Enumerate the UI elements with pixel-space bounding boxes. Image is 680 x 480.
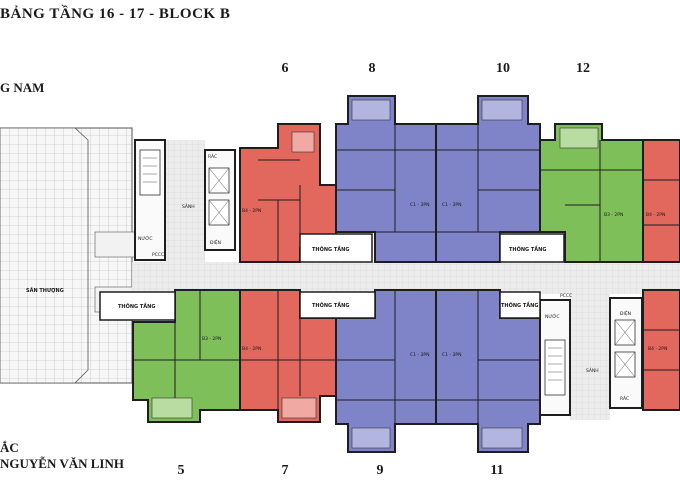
label-thong-tang-3: THÔNG TẦNG <box>312 300 349 309</box>
unit-number-5: 5 <box>177 463 185 478</box>
label-unit-14: B4 - 2PN <box>646 212 665 218</box>
label-unit-7: B4 - 2PN <box>242 346 261 352</box>
unit-number-8: 8 <box>368 61 376 76</box>
label-thong-tang-5: THÔNG TẦNG <box>118 301 155 310</box>
roof-terrace: SÂN THƯỢNG <box>0 127 133 384</box>
label-thong-tang-4: THÔNG TẦNG <box>501 300 538 309</box>
unit-number-10: 10 <box>496 61 510 76</box>
direction-label-top: G NAM <box>0 80 45 95</box>
apartment-5: B3 - 2PN <box>132 289 241 423</box>
unit-number-12: 12 <box>576 61 590 76</box>
label-unit-12: B3 - 2PN <box>604 212 623 218</box>
label-unit-10: C1 - 3PN <box>442 202 461 208</box>
corridor <box>132 140 680 420</box>
label-unit-5: B3 - 2PN <box>202 336 221 342</box>
label-thong-tang-2: THÔNG TẦNG <box>509 244 546 253</box>
apartment-9: C1 - 3PN <box>335 289 437 453</box>
left-core: RÁC ĐIỆN SẢNH NƯỚC PCCC <box>134 139 236 261</box>
label-sanh-right: SẢNH <box>586 366 599 374</box>
direction-label-bottom-1: ẮC <box>0 440 19 455</box>
label-rac-left: RÁC <box>208 153 217 160</box>
label-nuoc-left: NƯỚC <box>138 235 152 242</box>
apartment-6: B4 - 2PN <box>239 123 337 263</box>
apartment-10: C1 - 3PN <box>435 95 541 263</box>
unit-number-11: 11 <box>490 463 504 478</box>
plan-title: BẢNG TẦNG 16 - 17 - BLOCK B <box>0 6 231 22</box>
void-top: THÔNG TẦNG THÔNG TẦNG <box>299 233 565 263</box>
void-bottom: THÔNG TẦNG THÔNG TẦNG THÔNG TẦNG <box>99 291 541 321</box>
label-sanh-left: SẢNH <box>182 202 195 210</box>
unit-number-6: 6 <box>281 61 289 76</box>
label-nuoc-right: NƯỚC <box>545 313 559 320</box>
unit-number-7: 7 <box>281 463 289 478</box>
apartment-13-partial: B4 - 2PN <box>642 289 680 411</box>
label-dien-right: ĐIỆN <box>620 309 631 317</box>
unit-number-9: 9 <box>376 463 384 478</box>
label-pccc-left: PCCC <box>152 252 164 258</box>
right-core: PCCC NƯỚC ĐIỆN SẢNH RÁC <box>539 293 643 416</box>
label-san-thuong: SÂN THƯỢNG <box>26 287 64 294</box>
label-thong-tang-1: THÔNG TẦNG <box>312 244 349 253</box>
label-unit-11: C1 - 3PN <box>442 352 461 358</box>
label-unit-8: C1 - 3PN <box>410 202 429 208</box>
direction-label-bottom-2: NGUYỄN VĂN LINH <box>0 456 124 471</box>
apartment-14-partial: B4 - 2PN <box>642 139 680 263</box>
apartment-12: B3 - 2PN <box>539 123 644 263</box>
label-rac-right: RÁC <box>620 395 629 402</box>
label-unit-9: C1 - 3PN <box>410 352 429 358</box>
label-pccc-right: PCCC <box>560 293 572 299</box>
label-dien-left: ĐIỆN <box>210 238 221 246</box>
label-unit-6: B4 - 2PN <box>242 208 261 214</box>
label-unit-13: B4 - 2PN <box>648 346 667 352</box>
